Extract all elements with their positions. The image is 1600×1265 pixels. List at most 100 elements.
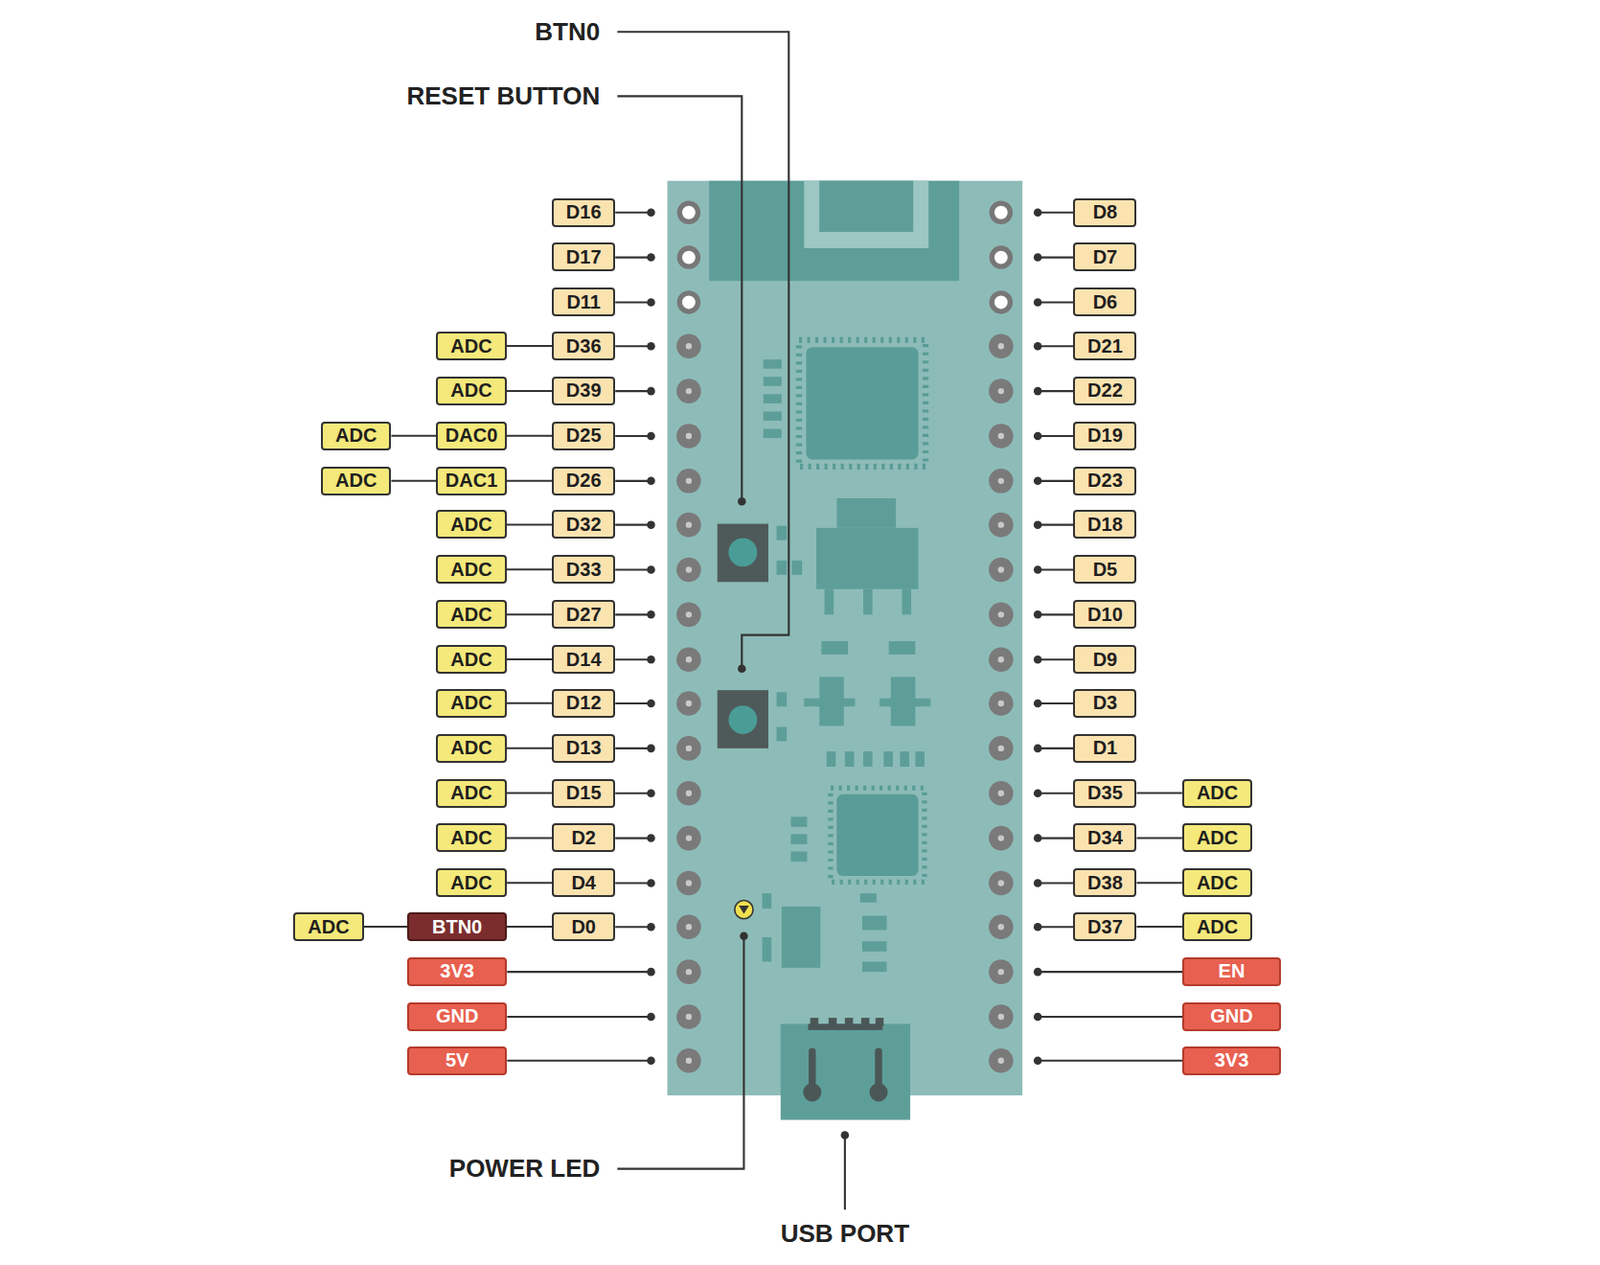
pin-label: D37 — [1087, 915, 1123, 938]
pin-label: ADC — [1196, 915, 1238, 938]
pin-label-box: ADC — [435, 599, 506, 629]
pin-label-box: D7 — [1073, 242, 1137, 272]
pin-label-box: D22 — [1073, 376, 1137, 406]
pin-label-box: D5 — [1073, 554, 1137, 584]
pin-label: D0 — [571, 915, 596, 938]
pin-function-link — [506, 881, 552, 884]
pin-label: D21 — [1087, 335, 1123, 358]
pin-function-link — [506, 792, 552, 795]
pin-label: D14 — [566, 648, 602, 671]
pin-label-box: ADC — [435, 778, 506, 808]
pin-label-box: D35 — [1073, 778, 1137, 808]
pin-label: D38 — [1087, 871, 1123, 894]
pin-label-box: DAC0 — [435, 421, 506, 451]
pin-label: DAC0 — [445, 424, 498, 447]
pin-label-box: ADC — [1182, 822, 1253, 852]
pin-function-link — [506, 523, 552, 526]
pin-function-link — [390, 434, 436, 437]
pin-label: DAC1 — [445, 469, 498, 492]
pin-label: D13 — [566, 736, 602, 759]
pin-label: D22 — [1087, 379, 1123, 402]
callout-label: USB PORT — [780, 1217, 910, 1248]
pin-function-link — [506, 344, 552, 347]
pin-label-box: D38 — [1073, 868, 1137, 897]
pin-label-box: D37 — [1073, 912, 1137, 941]
pin-label-box: ADC — [435, 509, 506, 539]
pin-function-link — [506, 434, 552, 437]
pin-label-box: D1 — [1073, 733, 1137, 763]
pin-label-box: D16 — [551, 198, 616, 228]
pin-label-box: 5V — [407, 1046, 506, 1075]
pin-label: ADC — [1196, 826, 1238, 849]
pin-label: GND — [435, 1005, 479, 1028]
pin-label: ADC — [307, 915, 349, 938]
pin-label: ADC — [450, 781, 492, 804]
pin-label: ADC — [450, 691, 492, 714]
pin-label: D25 — [566, 424, 602, 447]
pin-label: D23 — [1087, 469, 1123, 492]
pin-label: D9 — [1093, 648, 1119, 671]
pin-label-box: ADC — [435, 733, 506, 763]
pin-label: BTN0 — [432, 915, 482, 938]
pin-label-box: ADC — [435, 868, 506, 897]
pin-label: D1 — [1093, 736, 1119, 759]
pin-label: D6 — [1093, 291, 1119, 314]
pin-label-box: D19 — [1073, 421, 1137, 451]
pin-label-box: GND — [1182, 1002, 1281, 1031]
pin-label-box: D23 — [1073, 466, 1137, 496]
pin-label-box: ADC — [1182, 778, 1253, 808]
pin-label-box: ADC — [1182, 912, 1253, 941]
pin-label-box: D6 — [1073, 287, 1137, 317]
pin-function-link — [1136, 792, 1182, 795]
pin-label: D36 — [566, 335, 602, 358]
pin-label-box: D13 — [551, 733, 616, 763]
pin-label: D10 — [1087, 603, 1123, 626]
pin-label-box: D15 — [551, 778, 616, 808]
pin-label: D7 — [1093, 246, 1119, 269]
pin-function-link — [1136, 836, 1182, 839]
pin-label: D11 — [566, 291, 601, 314]
pin-function-link — [506, 389, 552, 392]
pin-function-link — [506, 747, 552, 750]
pin-label: ADC — [450, 871, 492, 894]
pin-label-box: D12 — [551, 688, 616, 718]
pin-label-box: D8 — [1073, 198, 1137, 228]
pin-label-box: ADC — [1182, 868, 1253, 897]
pin-label: D17 — [566, 246, 602, 269]
callout-label: RESET BUTTON — [406, 81, 600, 112]
pin-label: D33 — [566, 558, 602, 581]
pin-function-link — [506, 702, 552, 705]
pin-label-box: ADC — [320, 466, 391, 496]
pin-label: ADC — [450, 736, 492, 759]
pin-label-box: D18 — [1073, 509, 1137, 539]
pin-function-link — [506, 568, 552, 571]
pin-label-box: ADC — [435, 644, 506, 674]
pin-label-box: D21 — [1073, 331, 1137, 361]
callout-label: POWER LED — [449, 1153, 600, 1184]
pin-label-box: 3V3 — [407, 957, 506, 986]
pin-function-link — [506, 836, 552, 839]
pin-label: ADC — [450, 558, 492, 581]
pin-label: D18 — [1087, 513, 1123, 536]
pin-label: D32 — [566, 513, 602, 536]
pin-label-box: ADC — [435, 376, 506, 406]
pin-label: D27 — [566, 603, 602, 626]
pin-label-box: ADC — [435, 688, 506, 718]
pin-label: ADC — [450, 826, 492, 849]
pin-label-box: D0 — [551, 912, 616, 941]
pin-label-box: GND — [407, 1002, 506, 1031]
pin-function-link — [364, 925, 409, 928]
pin-label: D3 — [1093, 691, 1119, 714]
pin-label: D34 — [1087, 826, 1123, 849]
pin-function-link — [506, 658, 552, 661]
power-led — [734, 900, 754, 919]
pin-label-box: BTN0 — [407, 912, 506, 941]
pin-label: D15 — [566, 781, 602, 804]
pin-label: D26 — [566, 469, 602, 492]
pin-label-box: D26 — [551, 466, 616, 496]
pin-label: D16 — [566, 201, 602, 224]
pin-function-link — [390, 480, 436, 482]
pin-label: ADC — [1196, 871, 1238, 894]
pin-function-link — [506, 613, 552, 616]
